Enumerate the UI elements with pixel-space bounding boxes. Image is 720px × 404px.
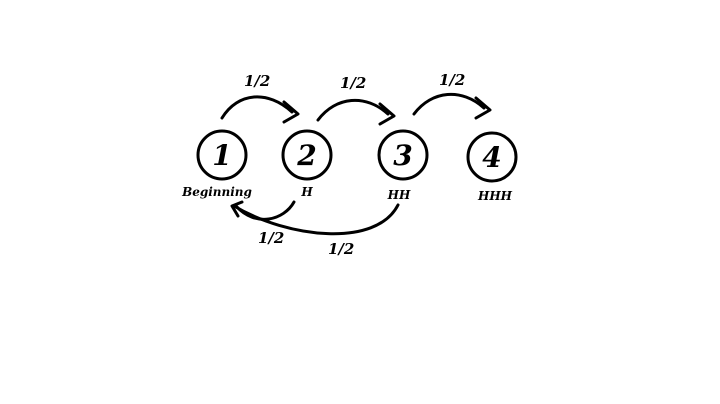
arrow-2-to-3 (316, 99, 390, 122)
transition-3-to-4: 1/2 (412, 71, 492, 120)
node-1-label: Beginning (181, 185, 252, 199)
node-4-circle (466, 131, 518, 183)
state-node-4: 4 HHH (466, 131, 518, 203)
node-1-circle (196, 129, 248, 181)
arrow-1-to-2 (220, 95, 294, 120)
arrow-3-to-1 (232, 203, 400, 236)
node-2-number: 2 (296, 139, 316, 172)
node-3-label: HH (387, 188, 411, 202)
transition-3-to-1: 1/2 (230, 200, 400, 258)
arrowhead-3-to-4 (474, 96, 492, 120)
node-2-label: H (300, 185, 313, 199)
state-node-3: 3 HH (377, 129, 429, 202)
arrowhead-2-to-3 (378, 102, 396, 126)
node-3-circle (377, 129, 429, 181)
node-4-label: HHH (477, 189, 513, 203)
prob-label-2-to-3: 1/2 (340, 74, 366, 92)
arrowhead-1-to-2 (282, 100, 300, 124)
prob-label-2-to-1: 1/2 (258, 229, 284, 247)
arrow-3-to-4 (412, 93, 486, 116)
transition-2-to-3: 1/2 (316, 74, 396, 126)
state-node-1: 1 Beginning (181, 129, 252, 199)
prob-label-3-to-1: 1/2 (328, 240, 354, 258)
node-1-number: 1 (212, 139, 231, 172)
prob-label-3-to-4: 1/2 (439, 71, 465, 89)
state-node-2: 2 H (281, 129, 333, 199)
prob-label-1-to-2: 1/2 (244, 72, 270, 90)
node-4-number: 4 (482, 141, 501, 174)
node-2-circle (281, 129, 333, 181)
transition-2-to-1: 1/2 (234, 200, 296, 247)
transition-1-to-2: 1/2 (220, 72, 300, 124)
node-3-number: 3 (393, 139, 412, 172)
arrowhead-3-to-1 (230, 200, 244, 218)
